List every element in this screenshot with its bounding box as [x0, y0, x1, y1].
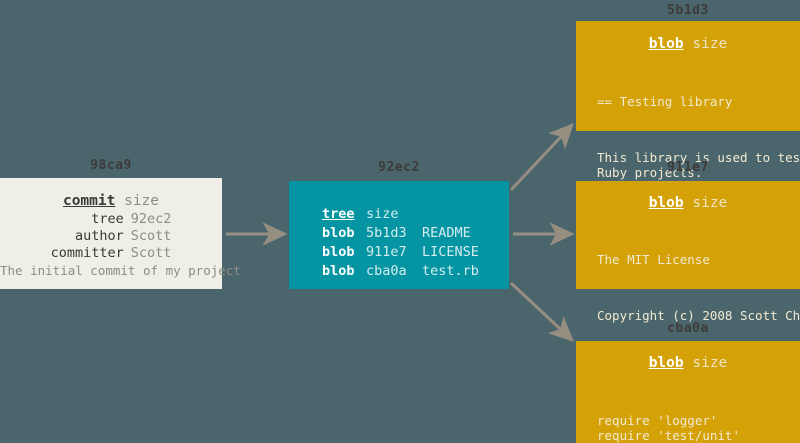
- tree-node-box: tree size blob 5b1d3 README blob 911e7 LICENS…: [289, 181, 509, 289]
- tree-entry-row: blob 911e7 LICENSE: [322, 243, 479, 262]
- tree-entry-row: blob cba0a test.rb: [322, 262, 479, 281]
- blob-readme-paragraph: This library is used to test Ruby projec…: [597, 150, 800, 180]
- blob-license-header: blob size: [576, 195, 800, 211]
- blob-license-caption: 911e7: [667, 160, 709, 175]
- edge-tree-to-blob-readme: [509, 123, 574, 192]
- blob-test-content: require 'logger' require 'test/unit' cla…: [597, 383, 793, 443]
- blob-readme-paragraph: == Testing library: [597, 94, 733, 109]
- blob-test-size-label: size: [692, 355, 728, 371]
- blob-readme-content: == Testing library This library is used …: [597, 64, 800, 210]
- commit-field-key: author: [74, 228, 124, 244]
- commit-node-caption: 98ca9: [90, 158, 132, 173]
- blob-test-caption: cba0a: [667, 321, 709, 336]
- blob-license-size-label: size: [692, 195, 728, 211]
- commit-field-key: committer: [50, 245, 124, 261]
- commit-fields-table: tree 92ec2 author Scott committer Scott: [51, 211, 172, 262]
- blob-readme-box: blob size == Testing library This librar…: [576, 21, 800, 180]
- tree-entry-hash: cba0a: [366, 263, 407, 279]
- tree-entry-hash: 911e7: [366, 244, 407, 260]
- tree-entry-name: LICENSE: [422, 244, 479, 260]
- blob-readme-size-label: size: [692, 36, 728, 52]
- commit-kind-label: commit: [62, 193, 116, 209]
- blob-license-paragraph: The MIT License: [597, 252, 710, 267]
- tree-entry-kind: blob: [322, 263, 355, 279]
- blob-license-paragraph: Copyright (c) 2008 Scott Chacon: [597, 308, 800, 323]
- commit-field-value: Scott: [130, 245, 172, 261]
- tree-header-row: tree size: [322, 205, 479, 224]
- tree-entries: tree size blob 5b1d3 README blob 911e7 LICENS…: [322, 205, 479, 281]
- blob-test-paragraph: require 'logger' require 'test/unit': [597, 413, 740, 443]
- edge-tree-to-blob-test: [509, 281, 574, 342]
- commit-node-header: commit size: [0, 193, 222, 209]
- commit-node-box: commit size tree 92ec2 author Scott comm…: [0, 178, 241, 289]
- tree-entry-kind: blob: [322, 244, 355, 260]
- blob-test-box: blob size require 'logger' require 'test…: [576, 341, 800, 443]
- blob-license-kind-label: blob: [648, 195, 684, 211]
- tree-entry-hash: 5b1d3: [366, 225, 407, 241]
- commit-field-value: Scott: [130, 228, 172, 244]
- commit-field-row: committer Scott: [51, 245, 172, 262]
- blob-test-kind-label: blob: [648, 355, 684, 371]
- tree-entry-kind: blob: [322, 225, 355, 241]
- blob-test-header: blob size: [576, 355, 800, 371]
- commit-field-row: tree 92ec2: [51, 211, 172, 228]
- blob-readme-kind-label: blob: [648, 36, 684, 52]
- tree-entry-name: test.rb: [422, 263, 479, 279]
- commit-field-value: 92ec2: [130, 211, 172, 227]
- commit-size-label: size: [124, 193, 160, 209]
- tree-entry-name: README: [422, 225, 471, 241]
- blob-license-box: blob size The MIT License Copyright (c) …: [576, 181, 800, 394]
- tree-kind-label: tree: [322, 206, 355, 222]
- blob-readme-header: blob size: [576, 36, 800, 52]
- commit-field-row: author Scott: [51, 228, 172, 245]
- blob-readme-caption: 5b1d3: [667, 3, 709, 18]
- tree-node-caption: 92ec2: [378, 160, 420, 175]
- commit-message: The initial commit of my project: [0, 263, 241, 278]
- commit-field-key: tree: [91, 211, 124, 227]
- tree-size-label: size: [366, 206, 399, 222]
- tree-entry-row: blob 5b1d3 README: [322, 224, 479, 243]
